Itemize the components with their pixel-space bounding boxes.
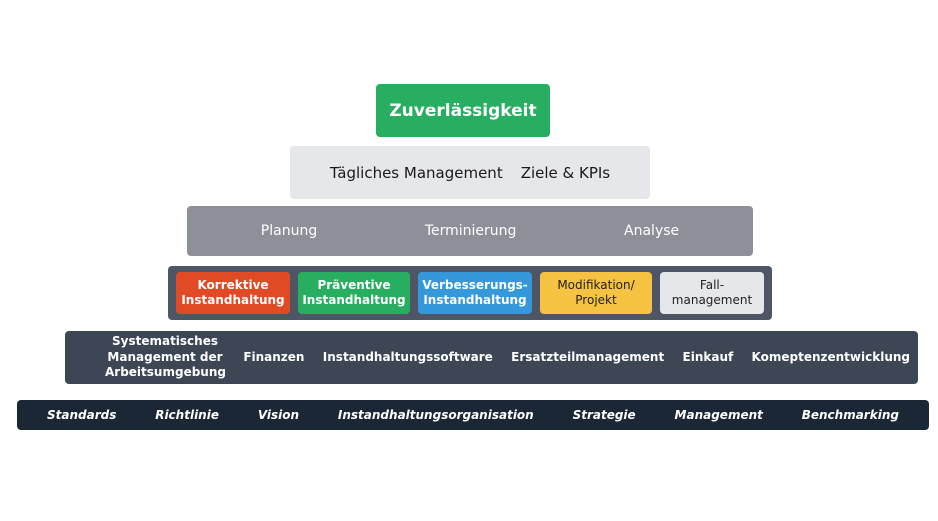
tier-daily-management: Tägliches Management Ziele & KPIs bbox=[290, 146, 650, 199]
tier5-label-arbeitsumgebung: Systematisches Management der Arbeitsumg… bbox=[105, 334, 226, 380]
tier6-label-benchmarking: Benchmarking bbox=[801, 408, 899, 422]
tier3-label-terminierung: Terminierung bbox=[424, 223, 517, 239]
chip-verbesserungs: Verbesserungs-Instandhaltung bbox=[418, 272, 532, 314]
tier-maintenance-types: Korrektive Instandhaltung Präventive Ins… bbox=[168, 266, 772, 320]
tier5-label-ersatzteil: Ersatzteilmanagement bbox=[511, 349, 665, 364]
tier2-label-daily-management: Tägliches Management bbox=[329, 163, 503, 182]
chip-praeventive: Präventive Instandhaltung bbox=[298, 272, 410, 314]
tier5-label-einkauf: Einkauf bbox=[682, 349, 734, 364]
chip-modifikation: Modifikation/ Projekt bbox=[540, 272, 652, 314]
tier1-label: Zuverlässigkeit bbox=[389, 100, 537, 121]
tier3-label-planung: Planung bbox=[260, 223, 318, 239]
tier-reliability: Zuverlässigkeit bbox=[376, 84, 550, 137]
chip-fallmanagement: Fall-management bbox=[660, 272, 764, 314]
tier-support-functions: Systematisches Management der Arbeitsumg… bbox=[65, 331, 918, 384]
tier6-label-richtlinie: Richtlinie bbox=[155, 408, 219, 422]
tier-foundation: Standards Richtlinie Vision Instandhaltu… bbox=[17, 400, 929, 430]
tier5-label-kompetenz: Komeptenzentwicklung bbox=[751, 349, 910, 364]
tier6-label-organisation: Instandhaltungsorganisation bbox=[337, 408, 534, 422]
tier5-label-finanzen: Finanzen bbox=[243, 349, 305, 364]
tier6-label-strategie: Strategie bbox=[572, 408, 636, 422]
tier5-label-software: Instandhaltungssoftware bbox=[322, 349, 493, 364]
tier6-label-vision: Vision bbox=[257, 408, 300, 422]
tier6-label-management: Management bbox=[674, 408, 763, 422]
chip-korrektive: Korrektive Instandhaltung bbox=[176, 272, 290, 314]
tier2-label-goals-kpis: Ziele & KPIs bbox=[520, 163, 611, 182]
tier-planning: Planung Terminierung Analyse bbox=[187, 206, 753, 256]
tier3-label-analyse: Analyse bbox=[624, 223, 680, 239]
tier6-label-standards: Standards bbox=[47, 408, 117, 422]
